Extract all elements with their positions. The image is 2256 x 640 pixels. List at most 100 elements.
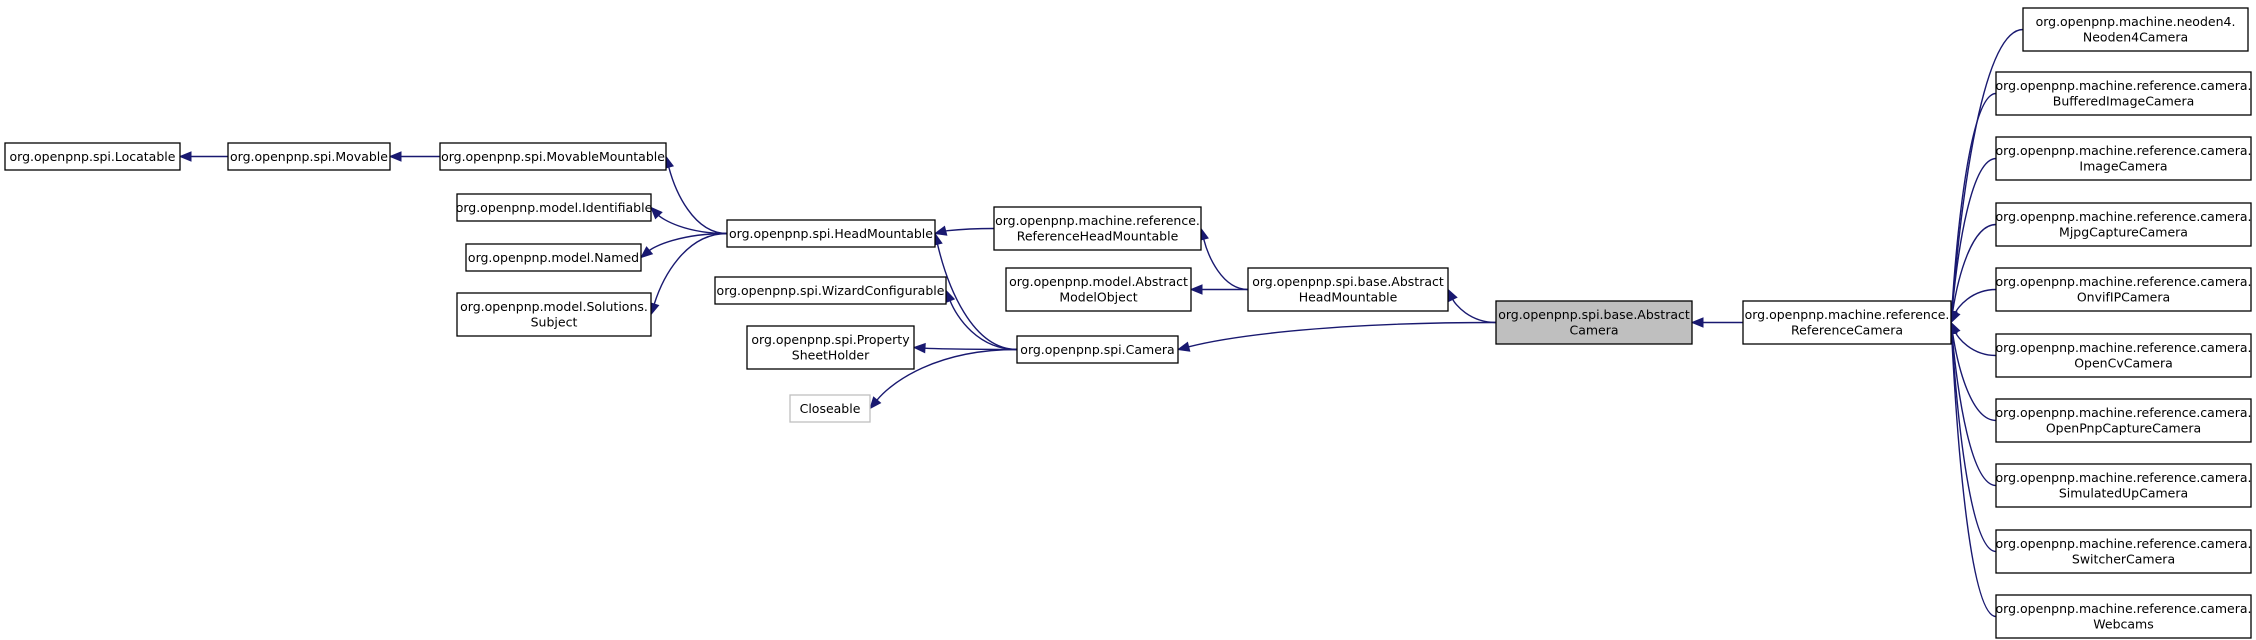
node-label-line: org.openpnp.machine.reference.camera. [1996, 274, 2252, 289]
node-label-line: org.openpnp.machine.reference.camera. [1996, 78, 2252, 93]
edge-abstract-camera-to-camera [1176, 321, 1497, 352]
node-onvif-ip-camera[interactable]: org.openpnp.machine.reference.camera.Onv… [1995, 267, 2252, 312]
node-label-line: org.openpnp.spi.Movable [230, 149, 388, 164]
node-abstract-head-mountable[interactable]: org.openpnp.spi.base.AbstractHeadMountab… [1247, 267, 1449, 312]
node-label-line: org.openpnp.machine.reference. [995, 213, 1200, 228]
node-box [456, 292, 652, 337]
node-label-line: org.openpnp.spi.HeadMountable [729, 226, 933, 241]
node-label-line: Closeable [800, 401, 861, 416]
node-reference-camera[interactable]: org.openpnp.machine.reference.ReferenceC… [1742, 300, 1952, 345]
node-simulated-up-camera[interactable]: org.openpnp.machine.reference.camera.Sim… [1995, 463, 2252, 508]
node-label-line: org.openpnp.machine.reference.camera. [1996, 340, 2252, 355]
edge-movable-to-locatable [178, 151, 228, 162]
node-box [1995, 333, 2252, 378]
node-label-line: OpenPnpCaptureCamera [2046, 421, 2201, 436]
node-box [456, 193, 652, 222]
edge-head-mountable-to-solutions-subject [649, 232, 728, 316]
node-box [1005, 267, 1192, 312]
node-label-line: org.openpnp.spi.Property [751, 332, 910, 347]
node-box [4, 142, 181, 171]
node-label-line: HeadMountable [1299, 290, 1398, 305]
edge-arrowhead [1950, 309, 1961, 324]
node-webcams[interactable]: org.openpnp.machine.reference.camera.Web… [1995, 594, 2252, 639]
node-switcher-camera[interactable]: org.openpnp.machine.reference.camera.Swi… [1995, 529, 2252, 574]
node-image-camera[interactable]: org.openpnp.machine.reference.camera.Ima… [1995, 136, 2252, 181]
node-box [746, 325, 915, 370]
node-wizard-configurable[interactable]: org.openpnp.spi.WizardConfigurable [714, 276, 947, 305]
node-label-line: org.openpnp.model.Abstract [1009, 274, 1188, 289]
node-label-line: SwitcherCamera [2072, 552, 2175, 567]
edge-line [949, 300, 1018, 351]
node-named[interactable]: org.openpnp.model.Named [465, 243, 642, 272]
node-identifiable[interactable]: org.openpnp.model.Identifiable [456, 193, 653, 222]
edge-reference-head-mountable-to-head-mountable [933, 225, 995, 236]
node-camera[interactable]: org.openpnp.spi.Camera [1016, 335, 1179, 364]
edge-abstract-head-mountable-to-abstract-model-object [1189, 284, 1248, 295]
node-label-line: Camera [1569, 323, 1618, 338]
node-box [1247, 267, 1449, 312]
node-buffered-image-camera[interactable]: org.openpnp.machine.reference.camera.Buf… [1995, 71, 2252, 116]
edge-abstract-camera-to-abstract-head-mountable [1447, 288, 1497, 324]
edge-arrowhead [639, 246, 654, 259]
edge-line [658, 214, 728, 235]
node-mjpg-capture-camera[interactable]: org.openpnp.machine.reference.camera.Mjp… [1995, 202, 2252, 247]
node-label-line: org.openpnp.machine.reference.camera. [1996, 143, 2252, 158]
node-label-line: org.openpnp.machine.reference.camera. [1996, 470, 2252, 485]
edge-movable-mountable-to-movable [388, 151, 440, 162]
node-box [1995, 594, 2252, 639]
edge-arrowhead [1176, 341, 1191, 352]
node-closeable[interactable]: Closeable [789, 394, 871, 423]
node-box [726, 219, 936, 248]
edge-line [668, 166, 728, 235]
node-box [714, 276, 947, 305]
edge-line [1951, 92, 1997, 312]
node-label-line: MjpgCaptureCamera [2059, 225, 2188, 240]
node-box [1995, 71, 2252, 116]
edge-head-mountable-to-movable-mountable [663, 155, 728, 235]
node-open-cv-camera[interactable]: org.openpnp.machine.reference.camera.Ope… [1995, 333, 2252, 378]
node-solutions-subject[interactable]: org.openpnp.model.Solutions.Subject [456, 292, 652, 337]
node-label-line: org.openpnp.machine.reference.camera. [1996, 601, 2252, 616]
node-label-line: org.openpnp.spi.Locatable [10, 149, 176, 164]
edge-line [944, 227, 995, 232]
edge-arrowhead [1690, 317, 1704, 328]
node-box [1995, 529, 2252, 574]
node-movable-mountable[interactable]: org.openpnp.spi.MovableMountable [439, 142, 667, 171]
node-box [439, 142, 667, 171]
node-box [789, 394, 871, 423]
node-label-line: org.openpnp.model.Named [468, 250, 639, 265]
edge-arrowhead [1447, 288, 1458, 303]
node-movable[interactable]: org.openpnp.spi.Movable [227, 142, 391, 171]
edge-line [1951, 223, 1997, 312]
node-head-mountable[interactable]: org.openpnp.spi.HeadMountable [726, 219, 936, 248]
edge-open-cv-camera-to-reference-camera [1950, 321, 1997, 357]
edge-camera-to-closeable [869, 348, 1018, 410]
edge-arrowhead [650, 206, 663, 220]
edge-head-mountable-to-named [639, 232, 728, 259]
node-open-pnp-capture-camera[interactable]: org.openpnp.machine.reference.camera.Ope… [1995, 398, 2252, 443]
node-reference-head-mountable[interactable]: org.openpnp.machine.reference.ReferenceH… [993, 206, 1202, 251]
node-label-line: org.openpnp.machine.neoden4. [2036, 14, 2236, 29]
edge-reference-camera-to-abstract-camera [1690, 317, 1743, 328]
node-neoden4-camera[interactable]: org.openpnp.machine.neoden4.Neoden4Camer… [2022, 7, 2249, 52]
node-label-line: SheetHolder [792, 348, 870, 363]
node-label-line: Webcams [2093, 617, 2153, 632]
node-label-line: org.openpnp.spi.base.Abstract [1252, 274, 1444, 289]
edge-line [1954, 288, 1997, 313]
edge-line [1203, 238, 1249, 291]
node-box [227, 142, 391, 171]
node-locatable[interactable]: org.openpnp.spi.Locatable [4, 142, 181, 171]
edge-line [653, 232, 728, 305]
node-label-line: OpenCvCamera [2074, 356, 2173, 371]
edge-line [648, 232, 728, 252]
edge-arrowhead [178, 151, 192, 162]
node-label-line: OnvifIPCamera [2077, 290, 2170, 305]
edge-arrowhead [388, 151, 402, 162]
edge-line [876, 348, 1018, 401]
node-label-line: org.openpnp.model.Solutions. [460, 299, 648, 314]
edge-line [1452, 299, 1497, 324]
